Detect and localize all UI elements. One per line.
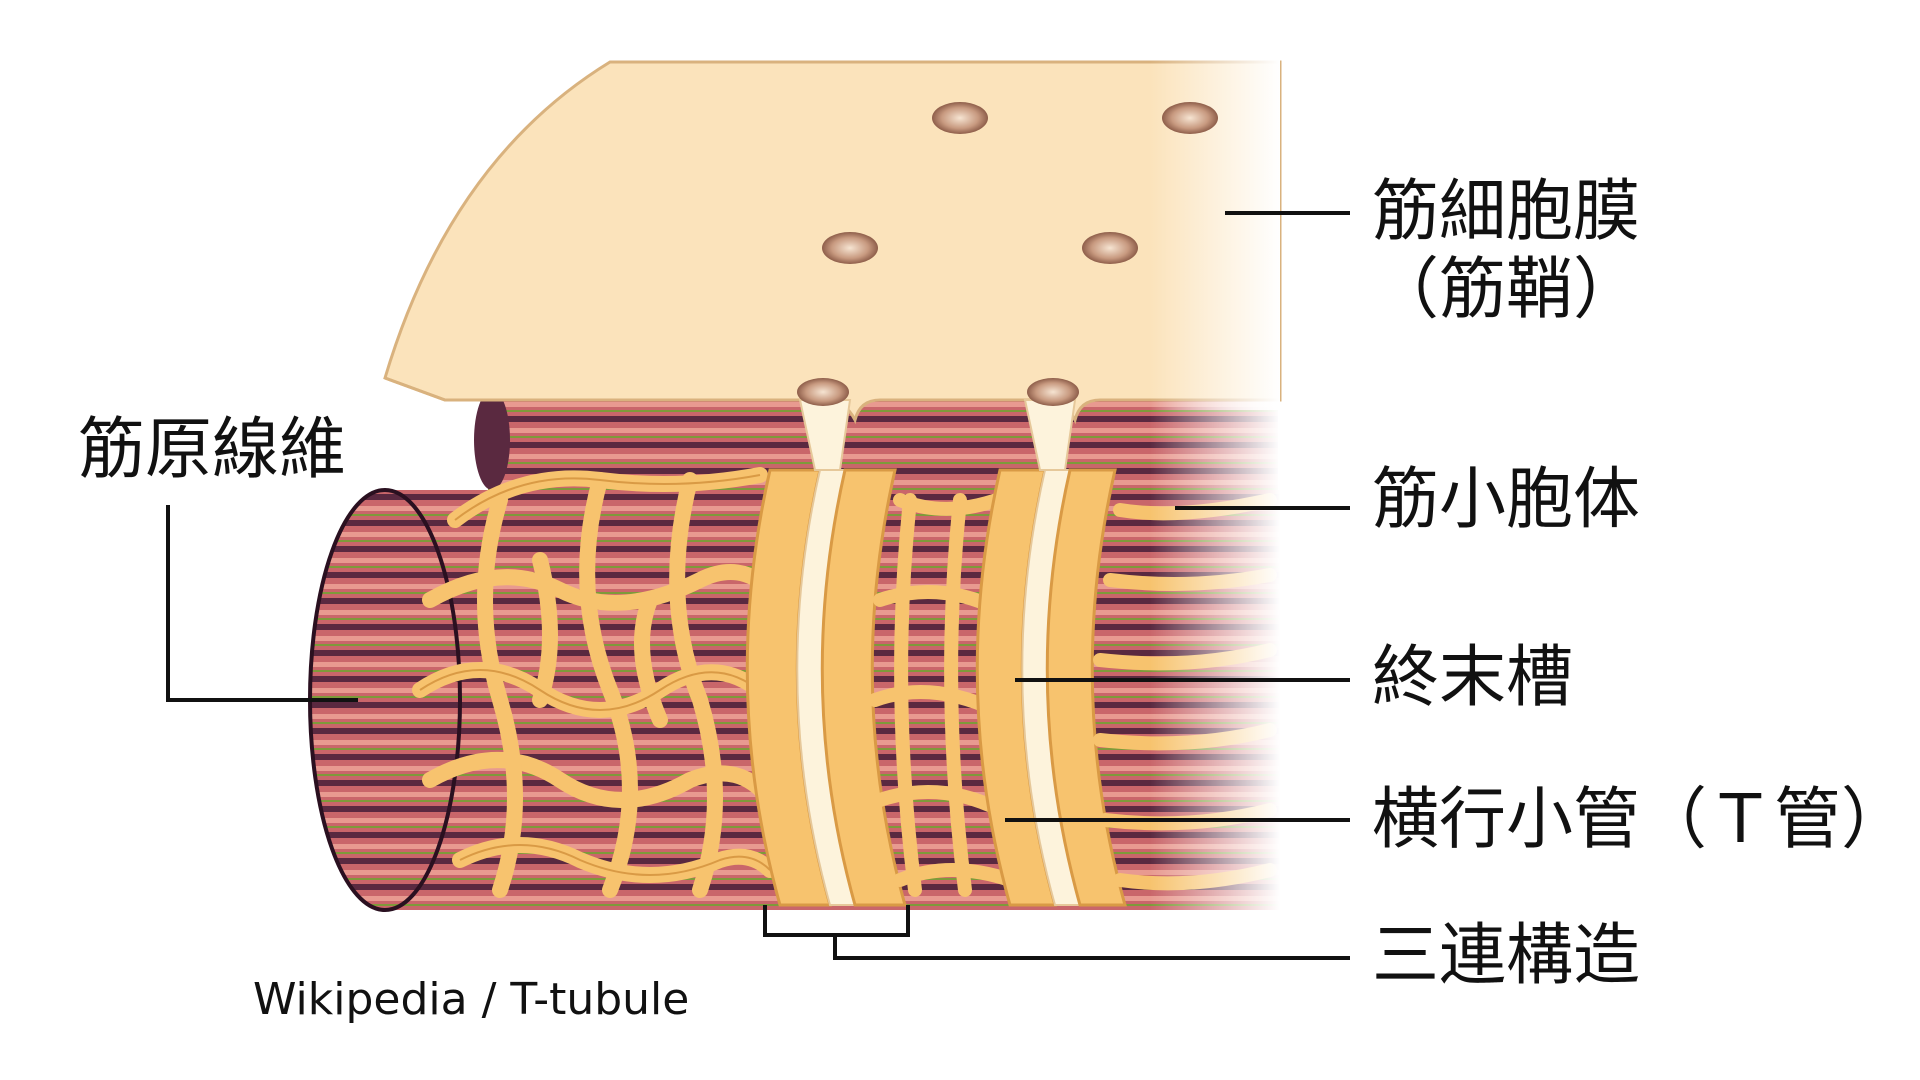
label-triad: 三連構造 (1372, 922, 1640, 989)
source-credit: Wikipedia / T-tubule (253, 978, 689, 1022)
leader-triad (835, 935, 1350, 958)
label-sarcolemma: 筋細胞膜 (1372, 178, 1640, 245)
label-sarcolemma-alt: （筋鞘） (1372, 256, 1640, 323)
label-myofibril: 筋原線維 (78, 416, 346, 483)
label-sarcoplasmic-reticulum: 筋小胞体 (1372, 466, 1640, 533)
label-terminal-cisterna: 終末槽 (1372, 644, 1573, 711)
label-t-tubule: 横行小管（Ｔ管） (1372, 786, 1908, 853)
